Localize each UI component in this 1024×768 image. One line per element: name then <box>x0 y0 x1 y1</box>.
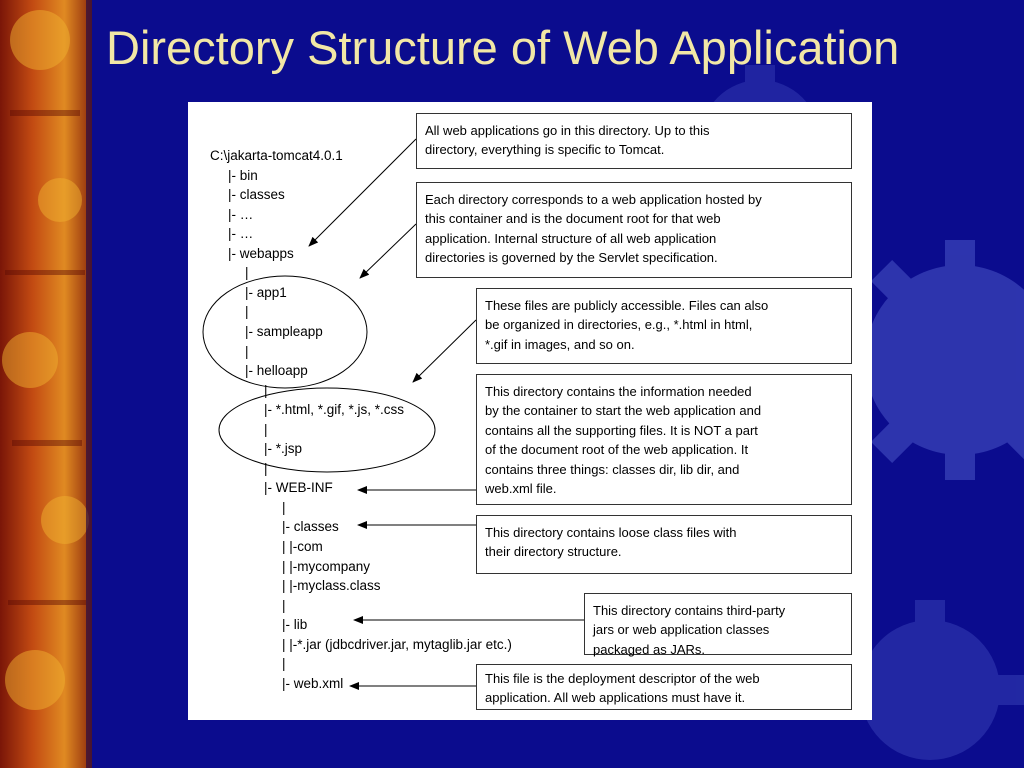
tree-item-mycompany: | |-mycompany <box>282 558 371 574</box>
tree-item-app1: |- app1 <box>245 284 287 300</box>
note-line: by the container to start the web applic… <box>485 403 762 419</box>
arrow-public-files <box>412 319 477 383</box>
arrow-app-dirs <box>359 223 417 279</box>
tree-item-web-xml: |- web.xml <box>282 675 344 691</box>
note-line: Each directory corresponds to a web appl… <box>425 192 762 207</box>
note-line: contains all the supporting files. It is… <box>485 422 758 438</box>
note-line: application. All web applications must h… <box>485 690 746 706</box>
note-line: This directory contains third-party <box>593 603 786 618</box>
tree-item-dots-2: |- … <box>228 226 254 242</box>
note-line: These files are publicly accessible. Fil… <box>485 298 769 313</box>
tree-item-pipe-6: | <box>264 460 268 476</box>
note-line: of the document root of the web applicat… <box>485 442 749 458</box>
webapps-note: All web applications go in this director… <box>416 113 852 169</box>
left-strip-gears <box>2 10 89 710</box>
note-line: All web applications go in this director… <box>425 123 710 138</box>
tree-item-pipe-4: | <box>264 382 268 398</box>
tree-item-jar: | |-*.jar (jdbcdriver.jar, mytaglib.jar … <box>282 636 512 652</box>
note-line: *.gif in images, and so on. <box>485 336 635 352</box>
note-line: application. Internal structure of all w… <box>425 230 717 246</box>
note-line: directory, everything is specific to Tom… <box>425 142 665 158</box>
arrow-webapps <box>308 138 417 247</box>
web-xml-note: This file is the deployment descriptor o… <box>476 664 852 710</box>
tree-item-pipe-8: | <box>282 597 286 613</box>
tree-item-com: | |-com <box>282 539 323 554</box>
note-line: This directory contains loose class file… <box>485 525 737 540</box>
tree-item-dots-1: |- … <box>228 206 254 222</box>
slide-title: Directory Structure of Web Application <box>106 21 900 74</box>
app-dirs-note: Each directory corresponds to a web appl… <box>416 182 852 278</box>
public-files-note: These files are publicly accessible. Fil… <box>476 288 852 364</box>
tree-item-root: C:\jakarta-tomcat4.0.1 <box>210 148 343 163</box>
note-line: web.xml file. <box>485 481 557 497</box>
note-line: packaged as JARs. <box>593 641 706 657</box>
note-line: contains three things: classes dir, lib … <box>485 461 740 477</box>
tree-item-webapps: |- webapps <box>228 245 294 261</box>
note-line: This file is the deployment descriptor o… <box>485 671 760 686</box>
tree-item-pipe-5: | <box>264 421 268 437</box>
tree-item-jsp: |- *.jsp <box>264 441 303 457</box>
classes-note: This directory contains loose class file… <box>476 515 852 574</box>
arrow-layer <box>202 138 584 690</box>
public-files-ellipse <box>218 387 436 473</box>
app-dirs-ellipse <box>202 275 368 389</box>
tree-item-helloapp: |- helloapp <box>245 363 308 379</box>
web-inf-note: This directory contains the information … <box>476 374 852 505</box>
tree-item-pipe-7: | <box>282 499 286 515</box>
tree-item-myclass: | |-myclass.class <box>282 578 381 594</box>
lib-note: This directory contains third-party jars… <box>584 593 852 657</box>
tree-item-pipe-1: | <box>245 265 249 281</box>
diagram-panel: C:\jakarta-tomcat4.0.1 |- bin |- classes |-… <box>188 102 872 720</box>
left-texture-strip <box>0 0 92 768</box>
note-line: This directory contains the information … <box>485 384 752 399</box>
tree-item-web-inf: |- WEB-INF <box>264 480 333 496</box>
tree-item-classes: |- classes <box>282 519 339 535</box>
note-line: be organized in directories, e.g., *.htm… <box>485 317 753 333</box>
tree-item-pipe-3: | <box>245 343 249 359</box>
tree-item-bin: |- bin <box>228 167 258 183</box>
tree-item-static-files: |- *.html, *.gif, *.js, *.css <box>264 402 405 418</box>
tree-item-classes-top: |- classes <box>228 187 285 203</box>
note-line: their directory structure. <box>485 544 622 560</box>
tree-item-lib: |- lib <box>282 617 308 633</box>
note-line: directories is governed by the Servlet s… <box>425 250 718 266</box>
note-line: jars or web application classes <box>593 622 770 638</box>
tree-item-pipe-9: | <box>282 656 286 672</box>
tree-item-sampleapp: |- sampleapp <box>245 323 323 339</box>
note-line: this container and is the document root … <box>425 211 721 227</box>
tree-item-pipe-2: | <box>245 304 249 320</box>
